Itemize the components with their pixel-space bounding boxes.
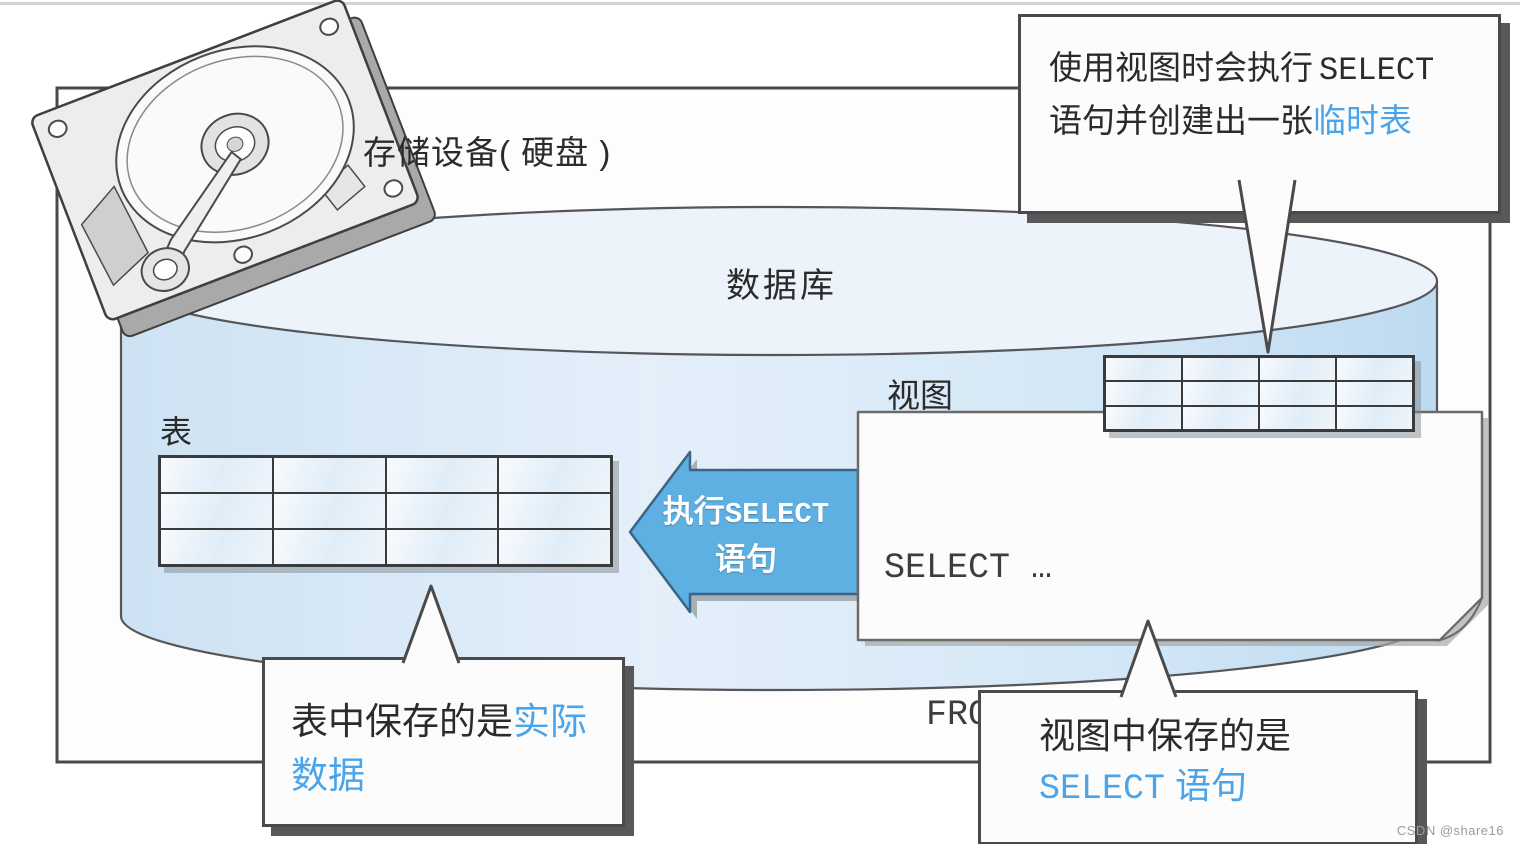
callout-highlight: 实际 xyxy=(513,701,587,742)
grid-cell xyxy=(273,530,385,564)
database-label: 数据库 xyxy=(726,267,837,305)
grid-cell xyxy=(1106,406,1181,429)
grid-cell xyxy=(161,494,272,528)
callout-highlight: 临时表 xyxy=(1313,102,1412,139)
callout-highlight: 数据 xyxy=(291,755,365,796)
callout-text: 语句并创建出一张 xyxy=(1049,102,1313,139)
grid-cell xyxy=(1183,406,1258,429)
grid-cell xyxy=(1260,382,1335,405)
callout-tail xyxy=(401,584,461,664)
grid-cell xyxy=(499,530,610,564)
arrow-caption-keyword: SELECT xyxy=(724,498,830,531)
grid-cell xyxy=(1106,358,1181,381)
grid-cell xyxy=(1260,358,1335,381)
grid-cell xyxy=(386,530,498,564)
grid-cell xyxy=(273,494,385,528)
storage-device-label: 存储设备( 硬盘 ) xyxy=(363,134,612,171)
arrow-caption-line2: 语句 xyxy=(715,542,777,577)
table-label: 表 xyxy=(160,414,193,450)
grid-cell xyxy=(1183,382,1258,405)
grid-cell xyxy=(273,458,385,492)
sql-line: SELECT … xyxy=(884,548,1053,588)
grid-cell xyxy=(161,458,272,492)
view-grid xyxy=(1103,355,1415,432)
watermark: CSDN @share16 xyxy=(1396,823,1504,838)
grid-cell xyxy=(1337,358,1412,381)
grid-cell xyxy=(1183,358,1258,381)
grid-cell xyxy=(1337,406,1412,429)
grid-cell xyxy=(499,458,610,492)
arrow-caption-prefix: 执行 xyxy=(662,494,725,529)
arrow-caption: 执行SELECT 语句 xyxy=(640,489,852,582)
folded-corner xyxy=(1436,597,1483,642)
grid-cell xyxy=(386,458,498,492)
callout-table-data: 表中保存的是实际 数据 xyxy=(262,657,625,827)
grid-cell xyxy=(1260,406,1335,429)
table-grid xyxy=(158,455,613,567)
view-label: 视图 xyxy=(887,377,953,414)
grid-cell xyxy=(1106,382,1181,405)
callout-text: 视图中保存的是 xyxy=(1039,715,1292,756)
callout-highlight: 语句 xyxy=(1175,765,1248,806)
grid-cell xyxy=(386,494,498,528)
grid-cell xyxy=(1337,382,1412,405)
callout-text: 使用视图时会执行 xyxy=(1049,49,1313,86)
top-hairline xyxy=(0,2,1520,5)
callout-keyword: SELECT xyxy=(1319,52,1435,89)
callout-keyword: SELECT xyxy=(1039,769,1166,809)
grid-cell xyxy=(161,530,272,564)
callout-text: 表中保存的是 xyxy=(291,701,513,742)
grid-cell xyxy=(499,494,610,528)
